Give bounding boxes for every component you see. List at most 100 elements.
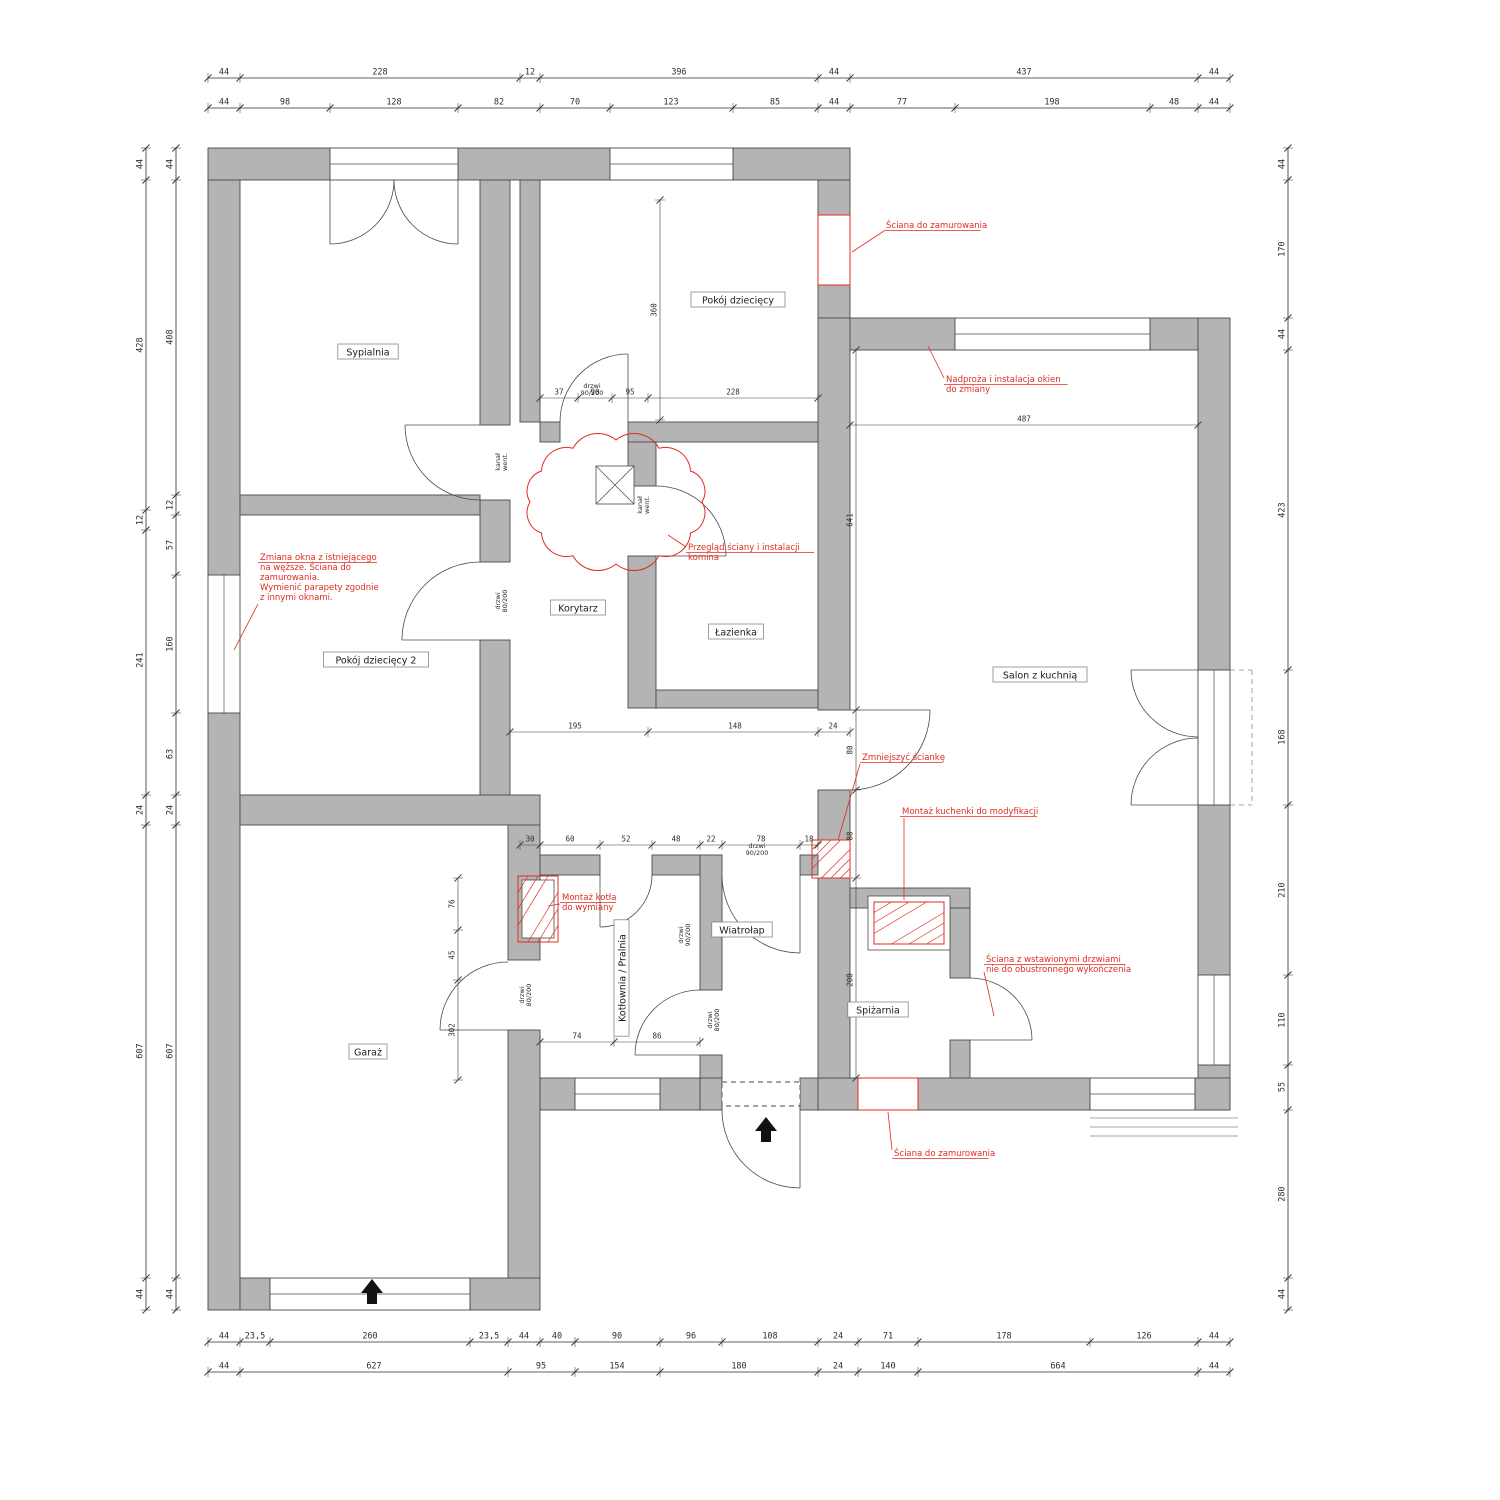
- dim-label: 95: [625, 388, 634, 397]
- room-label-box: [690, 291, 786, 308]
- dim-label: 128: [386, 98, 401, 108]
- room-label-box: [323, 651, 429, 668]
- red-mark-wall-to-reduce: [811, 839, 851, 879]
- room-label-salon-z-kuchnia: Salon z kuchnią: [992, 666, 1088, 683]
- dim-label: 24: [166, 805, 176, 815]
- room-label-text: Garaż: [354, 1048, 382, 1059]
- dim-label: 90: [590, 388, 600, 397]
- wall-segment: [207, 147, 331, 181]
- door-arc: [721, 1109, 801, 1189]
- annotation-text: komina: [688, 553, 719, 563]
- dim-label: 423: [1278, 502, 1288, 517]
- annotation-text: Montaż kuchenki do modyfikacji: [902, 807, 1038, 817]
- wall-segment: [239, 1277, 271, 1311]
- dim-label: 24: [828, 722, 838, 731]
- door-arc: [655, 485, 727, 557]
- dim-label: 437: [1016, 68, 1031, 78]
- dim-label: 360: [650, 303, 659, 317]
- dim-label: 160: [166, 636, 176, 651]
- dim-label: 44: [829, 98, 839, 108]
- dim-label: 45: [448, 950, 457, 959]
- room-label-korytarz: Korytarz: [550, 599, 606, 616]
- wall-segment: [699, 1054, 723, 1079]
- dim-label: 70: [570, 98, 580, 108]
- dim-label: 24: [833, 1332, 843, 1342]
- door-arc: [599, 874, 653, 928]
- small-label-text: 80/200: [501, 590, 509, 613]
- dim-label: 168: [1278, 729, 1288, 744]
- door-arc: [849, 709, 931, 791]
- dim-label: 44: [136, 159, 146, 169]
- annotation-text: Ściana z wstawionymi drzwiami: [986, 953, 1121, 965]
- dim-label: 180: [731, 1362, 746, 1372]
- dim-label: 260: [362, 1332, 377, 1342]
- room-label-box: [337, 343, 399, 360]
- annotation-text: do zmiany: [946, 385, 990, 395]
- dim-label: 607: [136, 1043, 146, 1058]
- annotation-leader: [667, 534, 687, 548]
- wall-segment: [699, 1077, 723, 1111]
- dim-label: 86: [652, 1032, 662, 1041]
- room-label-spizarnia: Spiżarnia: [847, 1001, 909, 1018]
- room-label-box: [711, 921, 773, 938]
- terrace-steps: [1090, 669, 1253, 1137]
- entrance-door-leaf: [721, 1081, 801, 1107]
- small-label-text: 80/200: [713, 1009, 721, 1032]
- small-label-text: 90/200: [684, 924, 692, 947]
- wall-segment: [1149, 317, 1199, 351]
- dim-label: 82: [494, 98, 504, 108]
- dim-label: 607: [166, 1043, 176, 1058]
- internal-dim-chain: 195 148 24: [506, 722, 854, 737]
- dim-label: 44: [1209, 68, 1219, 78]
- room-label-wiatrolap: Wiatrołap: [711, 921, 773, 938]
- boiler-body: [521, 879, 555, 939]
- annotation-text: na węższe. Ściana do: [260, 561, 351, 573]
- room-label-text: Salon z kuchnią: [1003, 671, 1077, 682]
- dim-label: 408: [166, 329, 176, 344]
- wall-segment: [917, 1077, 1091, 1111]
- internal-dim-chain: 360: [650, 196, 665, 424]
- dim-label: 195: [568, 722, 582, 731]
- annotation-text: Przegląd ściany i instalacji: [688, 542, 800, 553]
- dim-label: 280: [1278, 1186, 1288, 1201]
- window-balcony: [1197, 669, 1231, 806]
- wall-segment: [207, 712, 241, 1311]
- annotation-text: Nadproża i instalacja okien: [946, 375, 1061, 385]
- windows-layer: [207, 147, 1231, 1311]
- dim-label: 44: [219, 68, 229, 78]
- wall-segment: [479, 179, 511, 426]
- dim-label: 80: [846, 745, 855, 755]
- wall-segment: [817, 317, 851, 711]
- window: [574, 1077, 661, 1111]
- dim-label: 52: [621, 835, 630, 844]
- dim-label: 30: [525, 835, 535, 844]
- dim-label: 108: [762, 1332, 777, 1342]
- dim-label: 154: [609, 1362, 624, 1372]
- room-label-text: Spiżarnia: [856, 1006, 900, 1017]
- dim-label: 148: [728, 722, 742, 731]
- dim-label: 24: [833, 1362, 843, 1372]
- room-label-pokoj-dzieciecy-2: Pokój dziecięcy 2: [323, 651, 429, 668]
- dim-label: 228: [372, 68, 387, 78]
- wall-segment: [817, 789, 851, 841]
- small-label-text: 90/200: [581, 389, 604, 397]
- door-arc: [969, 977, 1033, 1041]
- door-arc: [401, 561, 481, 641]
- annotation-text: Montaż kotła: [562, 893, 616, 903]
- wall-segment: [817, 284, 851, 319]
- wall-segment: [651, 854, 701, 876]
- annotation-text: zamurowania.: [260, 573, 320, 583]
- dim-label: 228: [726, 388, 740, 397]
- red-mark-opening-to-brick-up-bottom: [857, 1077, 919, 1111]
- dim-label: 198: [1044, 98, 1059, 108]
- dim-label: 44: [1209, 1332, 1219, 1342]
